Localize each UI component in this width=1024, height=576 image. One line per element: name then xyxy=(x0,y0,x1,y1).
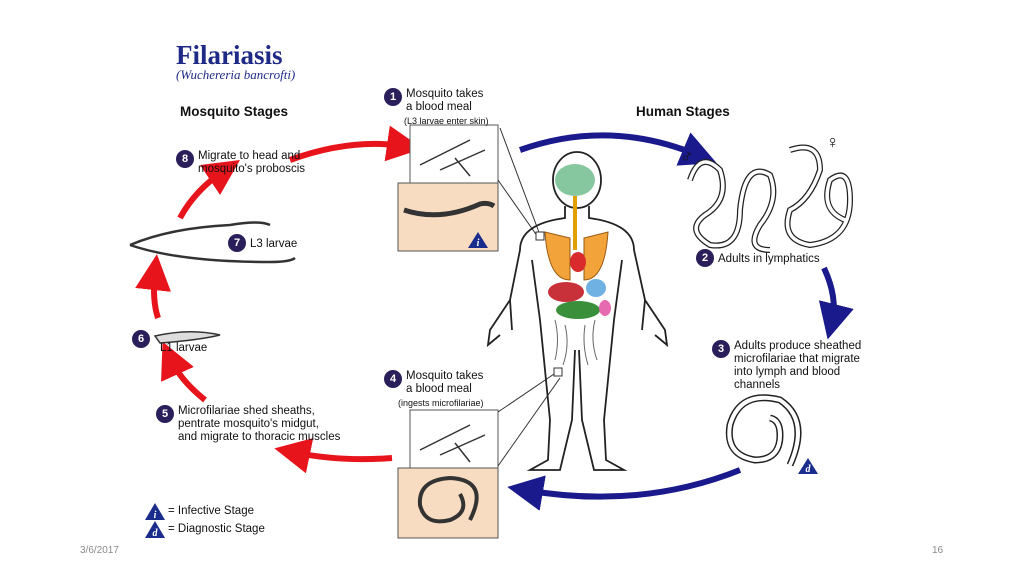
step-3-text: Adults produce sheathed microfilariae th… xyxy=(734,340,862,391)
svg-text:d: d xyxy=(806,464,812,475)
step-2-text: Adults in lymphatics xyxy=(718,253,820,265)
human-stages-heading: Human Stages xyxy=(636,104,730,119)
svg-text:i: i xyxy=(154,510,157,521)
arrow-5-to-6 xyxy=(161,341,207,403)
kidney-organ xyxy=(599,300,611,316)
intestine-organ xyxy=(556,301,600,319)
step-1-note: (L3 larvae enter skin) xyxy=(404,116,489,126)
stomach-organ xyxy=(586,279,606,297)
mosquito-panel-bottom xyxy=(409,409,499,469)
arrow-6-to-7 xyxy=(135,254,171,319)
step-7-badge: 7 xyxy=(228,234,246,252)
arrow-2-to-3 xyxy=(818,266,854,340)
step-4-note: (ingests microfilariae) xyxy=(398,398,484,408)
lymph-vessels xyxy=(554,319,598,366)
step-3-badge: 3 xyxy=(712,340,730,358)
heart-organ xyxy=(570,252,586,272)
legend-diagnostic-text: = Diagnostic Stage xyxy=(168,523,265,535)
footer-date: 3/6/2017 xyxy=(80,545,119,556)
adult-male-worm xyxy=(687,159,777,253)
step-2: 2 Adults in lymphatics xyxy=(696,249,820,267)
adult-female-worm-inner xyxy=(785,145,852,247)
svg-text:i: i xyxy=(477,238,480,249)
step-6-badge: 6 xyxy=(132,330,150,348)
step-7: 7 L3 larvae xyxy=(228,234,297,252)
male-symbol: ♂ xyxy=(680,146,694,166)
brain-organ xyxy=(555,164,595,196)
arrow-1-to-2 xyxy=(518,132,717,166)
step-6: 6 xyxy=(132,330,154,348)
adult-male-worm-inner xyxy=(688,160,776,252)
arrow-7-to-8 xyxy=(177,160,240,220)
liver-organ xyxy=(548,282,584,302)
arrow-3-to-4 xyxy=(507,467,742,511)
step-4-text: Mosquito takes a blood meal xyxy=(406,370,484,395)
mosquito-stages-heading: Mosquito Stages xyxy=(180,104,289,119)
step-4-badge: 4 xyxy=(384,370,402,388)
l1-larva-worm xyxy=(153,330,221,344)
step-6-text: L1 larvae xyxy=(160,342,208,354)
step-1-badge: 1 xyxy=(384,88,402,106)
diagram-subtitle: (Wuchereria bancrofti) xyxy=(176,67,296,82)
female-symbol: ♀ xyxy=(826,132,840,152)
step-2-badge: 2 xyxy=(696,249,714,267)
l3-larva-worm xyxy=(129,221,296,264)
diagnostic-stage-marker-panel: d xyxy=(798,458,818,475)
arrow-4-to-5 xyxy=(274,438,393,474)
mosquito-panel-top xyxy=(409,124,499,184)
legend-infective-text: = Infective Stage xyxy=(168,505,254,517)
footer-page-number: 16 xyxy=(932,545,944,556)
legend-diagnostic-icon: d xyxy=(145,521,165,539)
svg-text:d: d xyxy=(153,528,159,539)
step-7-text: L3 larvae xyxy=(250,238,298,250)
human-body-figure xyxy=(486,151,669,471)
arrow-8-to-1 xyxy=(288,125,423,163)
legend-infective-icon: i xyxy=(145,503,165,521)
lungs-organ xyxy=(544,231,609,281)
step-5-text: Microfilariae shed sheaths, pentrate mos… xyxy=(178,405,341,443)
step-1-text: Mosquito takes a blood meal xyxy=(406,88,484,113)
infective-stage-marker-panel: i xyxy=(468,232,488,249)
step-8-text: Migrate to head and mosquito's proboscis xyxy=(198,150,306,175)
diagram-title: Filariasis xyxy=(176,40,283,70)
step-8-badge: 8 xyxy=(176,150,194,168)
step-5-badge: 5 xyxy=(156,405,174,423)
